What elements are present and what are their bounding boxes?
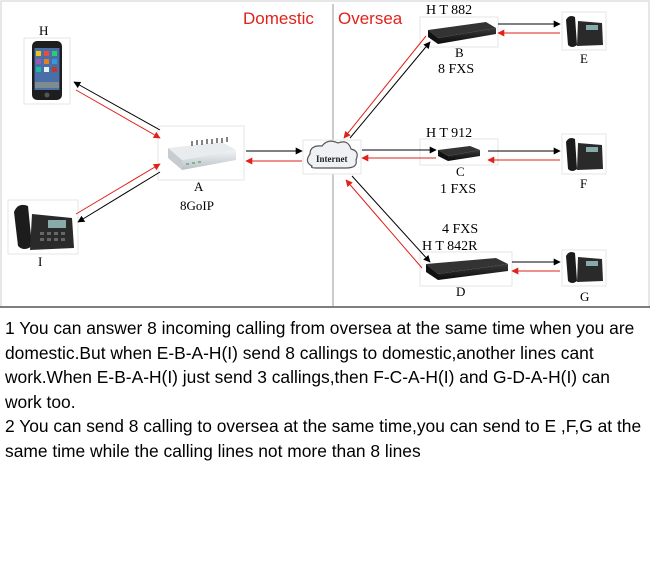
network-diagram: Domestic Oversea H I bbox=[0, 0, 650, 308]
ht882-ports-label: 8 FXS bbox=[438, 62, 474, 77]
arrow-a-to-i bbox=[77, 171, 161, 223]
desk-phone-letter-i: I bbox=[38, 254, 42, 269]
internet-label: Internet bbox=[316, 154, 348, 164]
ht912-model-label: H T 912 bbox=[426, 126, 472, 141]
gateway-model-label: 8GoIP bbox=[180, 198, 214, 213]
description-text: 1 You can answer 8 incoming calling from… bbox=[5, 316, 647, 464]
domestic-label: Domestic bbox=[243, 9, 314, 28]
oversea-label: Oversea bbox=[338, 9, 403, 28]
arrow-a-to-h bbox=[73, 81, 161, 131]
phone-letter-g: G bbox=[580, 289, 589, 304]
ht842r-model-label: H T 842R bbox=[422, 239, 478, 254]
mobile-phone-h bbox=[23, 37, 71, 105]
desk-phone-i bbox=[7, 199, 79, 255]
arrow-h-to-a bbox=[75, 89, 161, 139]
ht912-ports-label: 1 FXS bbox=[440, 182, 476, 197]
gateway-8goip-a bbox=[157, 125, 245, 181]
gateway-letter-a: A bbox=[194, 179, 204, 194]
ht882-letter-b: B bbox=[455, 45, 464, 60]
arrow-d-to-internet bbox=[345, 179, 423, 269]
phone-letter-e: E bbox=[580, 51, 588, 66]
arrow-internet-to-b bbox=[349, 41, 431, 139]
ht882-device-b bbox=[419, 16, 499, 48]
arrow-internet-to-d bbox=[351, 175, 431, 263]
phone-letter-f: F bbox=[580, 176, 587, 191]
ht912-device-c bbox=[419, 138, 499, 166]
phone-f bbox=[561, 133, 607, 175]
arrow-i-to-a bbox=[75, 163, 161, 215]
description-paragraph-1: 1 You can answer 8 incoming calling from… bbox=[5, 318, 635, 412]
internet-cloud-icon bbox=[302, 139, 362, 175]
ht842r-letter-d: D bbox=[456, 284, 465, 299]
mobile-letter-h: H bbox=[39, 23, 48, 38]
phone-e bbox=[561, 11, 607, 51]
ht882-model-label: H T 882 bbox=[426, 3, 472, 18]
ht912-letter-c: C bbox=[456, 164, 465, 179]
description-paragraph-2: 2 You can send 8 calling to oversea at t… bbox=[5, 416, 642, 461]
ht842r-device-d bbox=[419, 251, 513, 287]
ht842r-ports-label: 4 FXS bbox=[442, 222, 478, 237]
arrow-b-to-internet bbox=[343, 35, 427, 139]
phone-g bbox=[561, 249, 607, 287]
connection-arrows bbox=[73, 20, 561, 275]
